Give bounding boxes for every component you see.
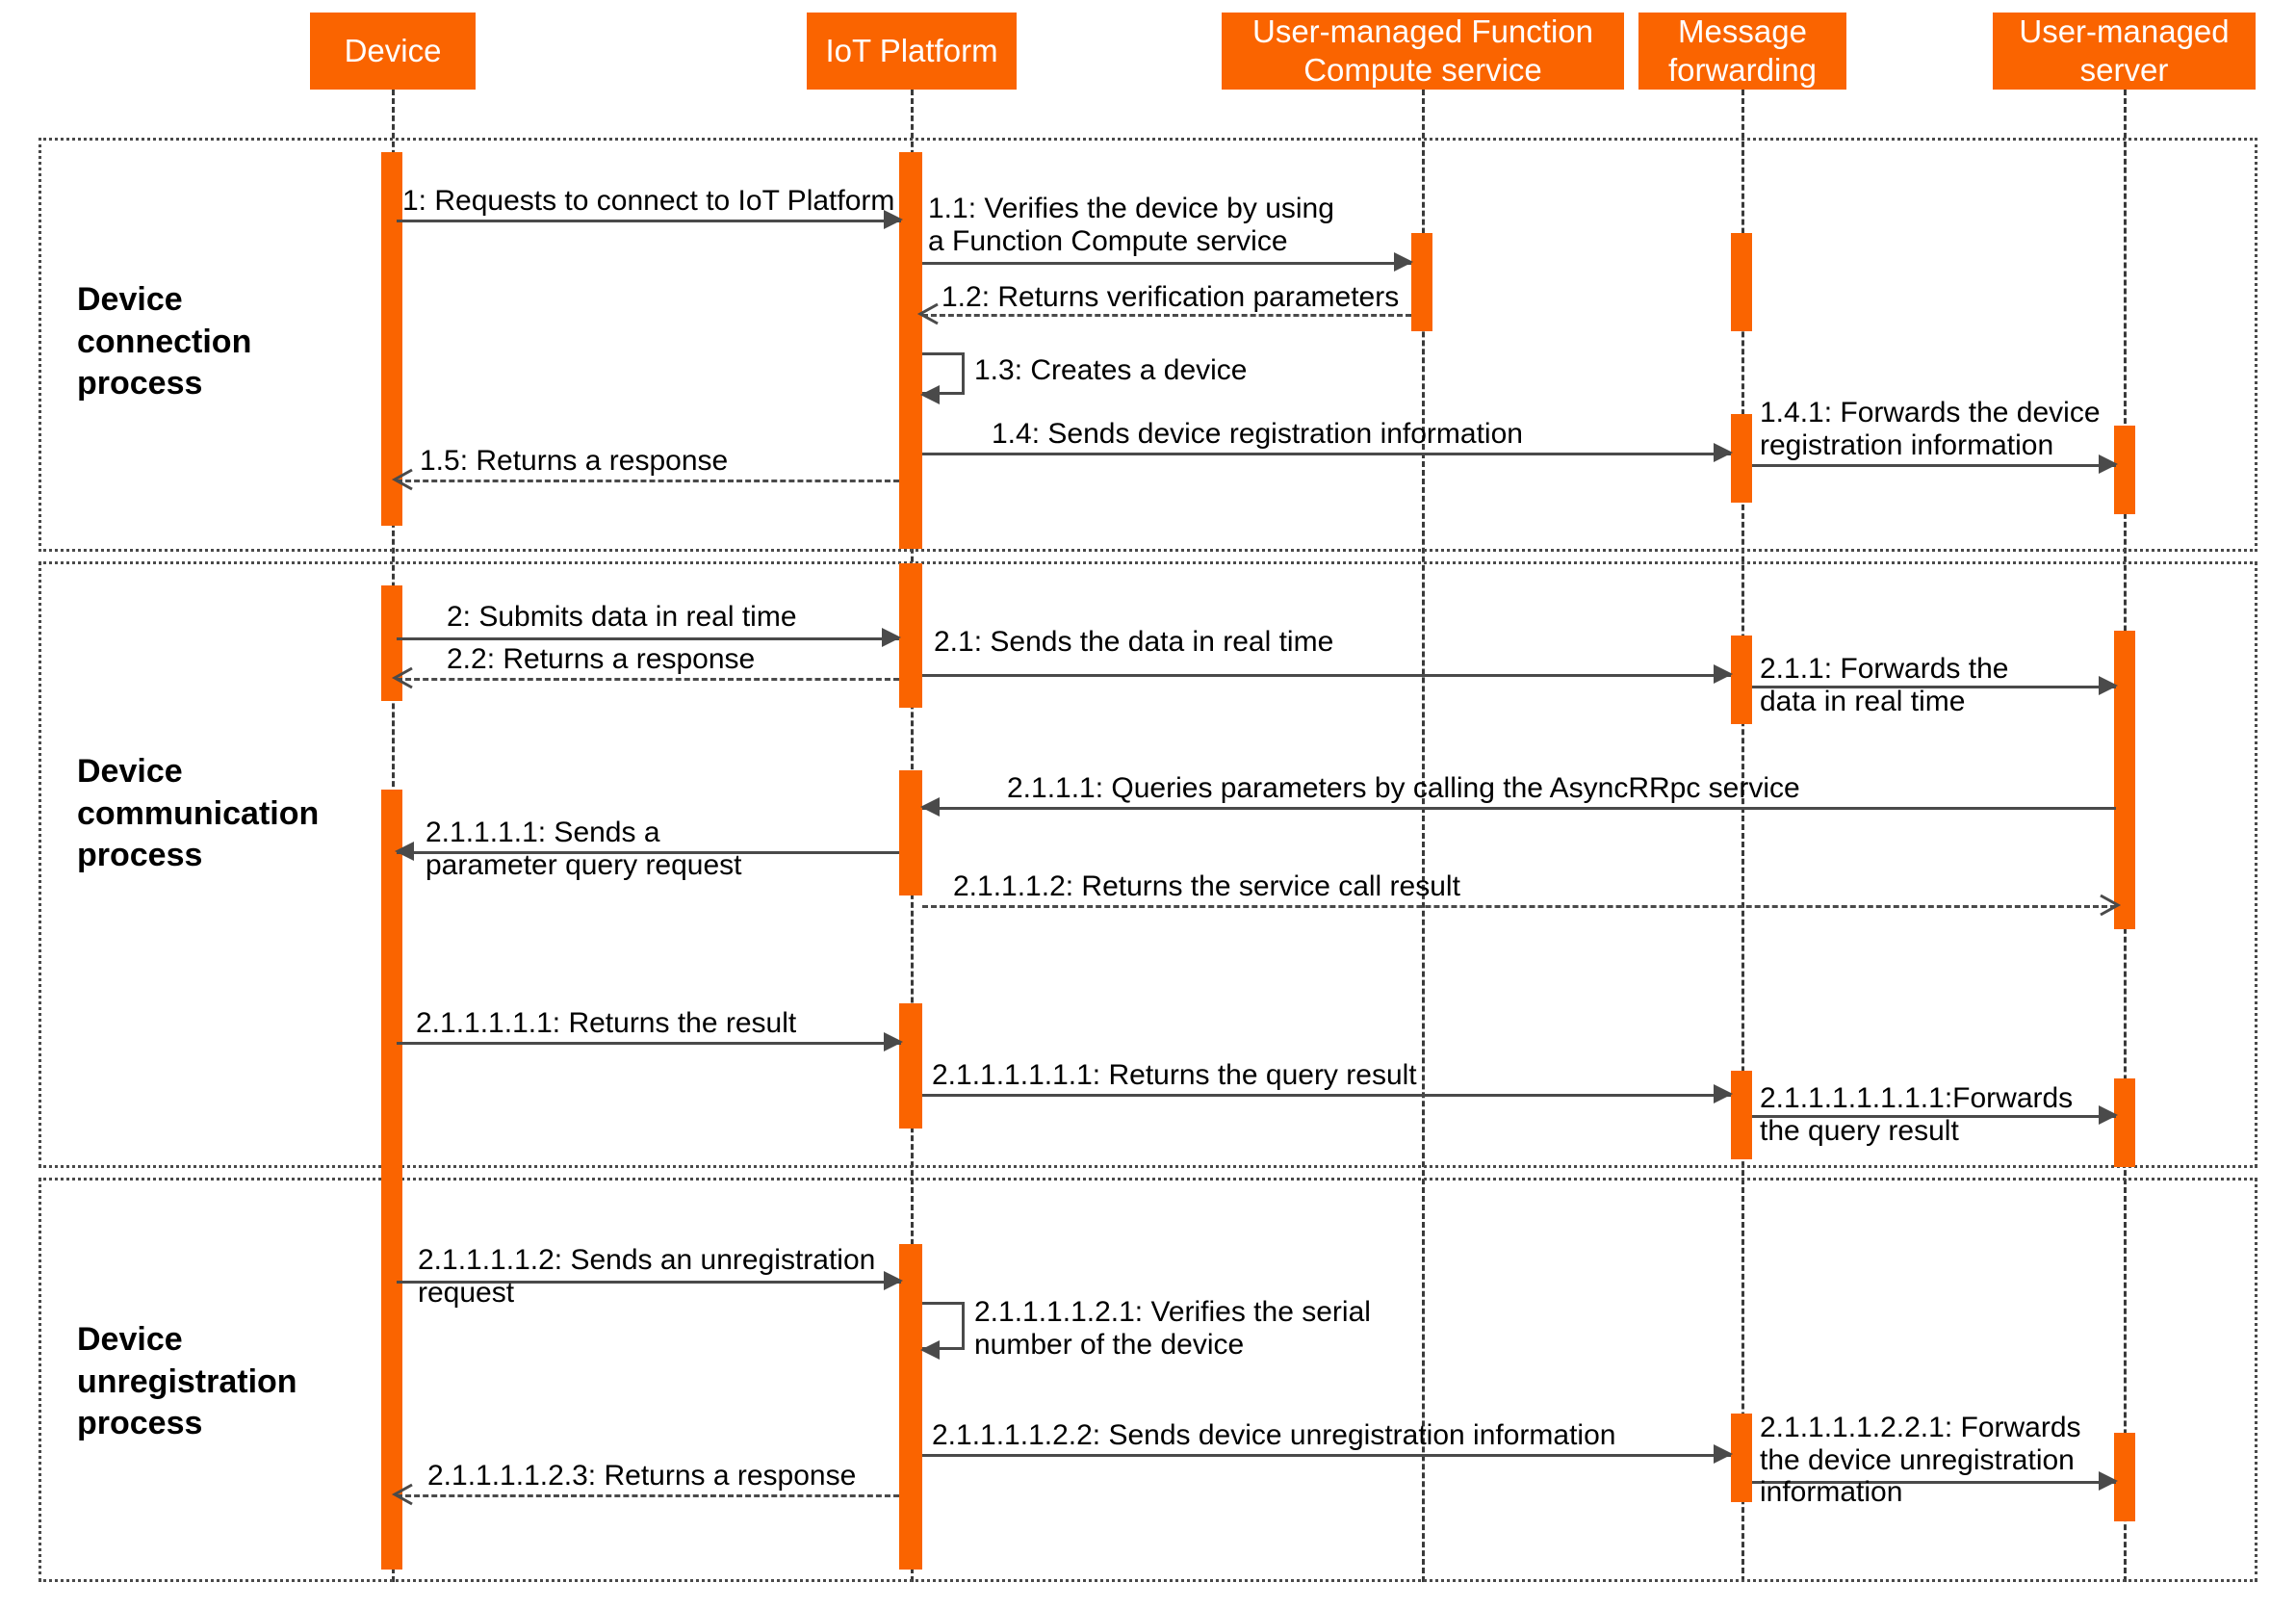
message-label-2-1-1-1: 2.1.1.1: Queries parameters by calling t… [1007,772,1800,804]
activation-device-3 [381,790,402,1570]
activation-server-3 [2114,1078,2135,1167]
message-self-arrowhead-2-1-1-1-1-2-1 [920,1340,940,1360]
activation-platform-4 [899,1003,922,1129]
message-label-2-1-1-1-1: 2.1.1.1.1: Sends a parameter query reque… [426,817,742,881]
message-label-2-1-1: 2.1.1: Forwards the data in real time [1760,653,2009,717]
frame-label-connection: Device connection process [77,281,252,402]
message-self-1-3 [922,352,965,395]
message-label-2-1-1-1-2: 2.1.1.1.2: Returns the service call resu… [953,870,1460,902]
actor-box-iot-platform: IoT Platform [807,13,1017,90]
message-label-1-1: 1.1: Verifies the device by using a Func… [928,193,1334,257]
actor-box-message-forwarding: Message forwarding [1638,13,1846,90]
frame-device-unregistration-process [39,1178,2257,1582]
activation-message-forwarding-1 [1731,233,1752,331]
activation-platform-5 [899,1244,922,1570]
actor-box-user-managed-server: User-managed server [1993,13,2256,90]
message-label-2-1-1-1-1-1: 2.1.1.1.1.1: Returns the result [416,1007,797,1039]
activation-function-compute-1 [1411,233,1432,331]
actor-box-device: Device [310,13,476,90]
message-label-1-4: 1.4: Sends device registration informati… [992,418,1523,450]
message-label-2-1-1-1-1-2-2: 2.1.1.1.1.2.2: Sends device unregistrati… [932,1419,1616,1451]
activation-platform-3 [899,770,922,895]
message-label-1: 1: Requests to connect to IoT Platform [402,185,895,217]
message-self-arrowhead-1-3 [920,385,940,404]
activation-device-1 [381,152,402,526]
activation-server-4 [2114,1433,2135,1521]
actor-box-function-compute: User-managed Function Compute service [1222,13,1624,90]
activation-server-1 [2114,426,2135,514]
message-label-2-1-1-1-1-1-1: 2.1.1.1.1.1.1: Returns the query result [932,1059,1417,1091]
lifeline-message-forwarding [1741,90,1744,1582]
activation-message-forwarding-5 [1731,1414,1752,1502]
message-label-2: 2: Submits data in real time [447,601,797,633]
message-label-1-3: 1.3: Creates a device [974,354,1248,386]
activation-platform-1 [899,152,922,549]
message-label-2-1-1-1-1-2: 2.1.1.1.1.2: Sends an unregistration req… [418,1244,876,1309]
message-label-2-1-1-1-1-1-1-1: 2.1.1.1.1.1.1.1:Forwards the query resul… [1760,1082,2074,1147]
message-label-1-4-1: 1.4.1: Forwards the device registration … [1760,397,2101,461]
activation-platform-2 [899,563,922,708]
message-label-2-1-1-1-1-2-3: 2.1.1.1.1.2.3: Returns a response [427,1460,857,1492]
message-label-2-2: 2.2: Returns a response [447,643,756,675]
activation-message-forwarding-2 [1731,414,1752,503]
frame-label-communication: Device communication process [77,753,320,874]
activation-message-forwarding-3 [1731,636,1752,724]
message-label-2-1: 2.1: Sends the data in real time [934,626,1334,658]
message-label-1-5: 1.5: Returns a response [420,445,729,477]
message-label-2-1-1-1-1-2-1: 2.1.1.1.1.2.1: Verifies the serial numbe… [974,1296,1371,1361]
activation-message-forwarding-4 [1731,1071,1752,1159]
activation-device-2 [381,585,402,701]
frame-device-connection-process [39,138,2257,552]
message-label-1-2: 1.2: Returns verification parameters [942,281,1400,313]
message-label-2-1-1-1-1-2-2-1: 2.1.1.1.1.2.2.1: Forwards the device unr… [1760,1412,2081,1509]
frame-label-unregistration: Device unregistration process [77,1321,297,1442]
frame-device-communication-process [39,561,2257,1168]
lifeline-function-compute [1422,90,1425,1582]
activation-server-2 [2114,631,2135,929]
message-self-2-1-1-1-1-2-1 [922,1302,965,1350]
